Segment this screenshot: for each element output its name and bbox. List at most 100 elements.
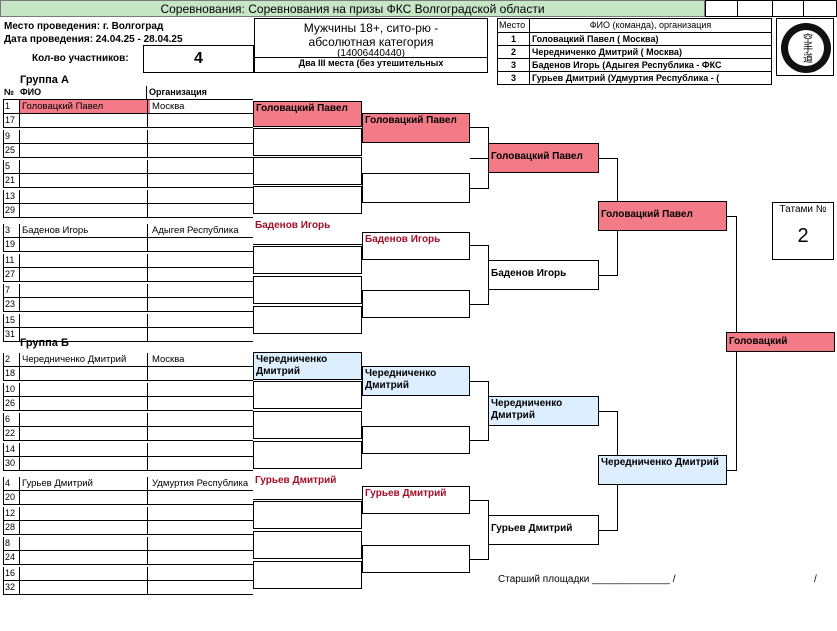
group-b-label: Группа Б [20, 337, 69, 349]
participant-row: 6 [3, 413, 253, 427]
category-line2: абсолютная категория [308, 35, 434, 49]
participant-name [19, 383, 150, 396]
participant-row: 14 [3, 443, 253, 457]
participants-label: Кол-во участников: [32, 53, 129, 64]
participant-row: 17 [3, 114, 253, 128]
r2-box-empty [362, 545, 470, 573]
results-col-place: Место [499, 20, 526, 30]
bracket-line [599, 158, 617, 159]
participant-org [147, 367, 259, 380]
results-place: 2 [510, 47, 516, 57]
r2-box-b1: Чередниченко Дмитрий [362, 366, 470, 396]
results-name: Баденов Игорь (Адыгея Республика - ФКС [529, 59, 771, 72]
results-row: 3 Баденов Игорь (Адыгея Республика - ФКС [498, 59, 771, 72]
participant-org: Москва [147, 353, 259, 366]
r1-box-empty [253, 381, 362, 409]
participant-org [147, 160, 259, 173]
participant-name [19, 314, 150, 327]
participant-row: 12 [3, 507, 253, 521]
r1-box-empty [253, 561, 362, 589]
seed-number: 24 [5, 552, 16, 562]
participant-name: Гурьев Дмитрий [19, 477, 150, 490]
participant-row: 19 [3, 238, 253, 252]
seed-number: 21 [5, 175, 16, 185]
seed-number: 16 [5, 568, 16, 578]
participant-name [19, 190, 150, 203]
r2-box-empty [362, 173, 470, 203]
seed-number: 7 [5, 285, 11, 295]
participant-org [147, 174, 259, 187]
bracket-line [470, 188, 488, 189]
participant-row: 10 [3, 383, 253, 397]
seed-number: 22 [5, 428, 16, 438]
bracket-line [470, 440, 488, 441]
participant-row: 31 [3, 328, 253, 342]
seed-number: 12 [5, 508, 16, 518]
category-line1: Мужчины 18+, сито-рю - [303, 21, 439, 35]
participant-org [147, 190, 259, 203]
header-num: № [4, 87, 15, 97]
r1-box-a1: Головацкий Павел [253, 101, 362, 127]
r1-box-empty [253, 441, 362, 469]
results-name: Гурьев Дмитрий (Удмуртия Республика - ( [529, 72, 771, 84]
participant-name [19, 204, 150, 217]
r3-box-a1: Головацкий Павел [488, 143, 599, 173]
dates-label: Дата проведения: 24.04.25 - 28.04.25 [4, 34, 183, 45]
participant-org [147, 413, 259, 426]
participant-name [19, 457, 150, 470]
r1-box-empty [253, 411, 362, 439]
results-col-name: ФИО (команда), организация [529, 19, 771, 33]
participant-org [147, 328, 259, 341]
participant-org [147, 581, 259, 594]
participant-name [19, 298, 150, 311]
seed-number: 18 [5, 368, 16, 378]
participant-org [147, 521, 259, 534]
seed-number: 30 [5, 458, 16, 468]
bracket-line [599, 275, 617, 276]
seed-number: 32 [5, 582, 16, 592]
results-table: Место ФИО (команда), организация 1 Голов… [497, 18, 772, 85]
tatami-label: Татами № [779, 204, 827, 215]
participant-name [19, 581, 150, 594]
participant-org [147, 567, 259, 580]
participant-org [147, 238, 259, 251]
bracket-line [599, 411, 617, 412]
participant-row: 11 [3, 254, 253, 268]
seed-number: 8 [5, 538, 11, 548]
referee-signature-line: Старший площадки ______________ / [498, 574, 676, 585]
participant-name [19, 521, 150, 534]
participant-name [19, 551, 150, 564]
participant-row: 7 [3, 284, 253, 298]
seed-number: 27 [5, 269, 16, 279]
participant-org [147, 443, 259, 456]
results-row: 3 Гурьев Дмитрий (Удмуртия Республика - … [498, 72, 771, 84]
r2-box-empty [362, 426, 470, 454]
r2-box-b2: Гурьев Дмитрий [362, 486, 470, 514]
tatami-number: 2 [797, 225, 809, 247]
participant-row: 32 [3, 581, 253, 595]
participant-org [147, 314, 259, 327]
seed-number: 14 [5, 444, 16, 454]
bracket-line [470, 381, 488, 382]
participant-org [147, 551, 259, 564]
participant-row: 15 [3, 314, 253, 328]
seed-number: 13 [5, 191, 16, 201]
r2-box-a2: Баденов Игорь [362, 232, 470, 260]
bracket-line [470, 559, 488, 560]
participant-org [147, 457, 259, 470]
r1-box-empty [253, 128, 362, 156]
r1-box-empty [253, 306, 362, 334]
participant-row: 24 [3, 551, 253, 565]
participant-name [19, 174, 150, 187]
participant-row: 25 [3, 144, 253, 158]
group-a-header: № ФИО Организация [3, 86, 253, 100]
results-row: 2 Чередниченко Дмитрий ( Москва) [498, 46, 771, 59]
participant-row: 21 [3, 174, 253, 188]
participant-org [147, 268, 259, 281]
results-place: 1 [510, 34, 516, 44]
results-place: 3 [510, 60, 516, 70]
participant-name [19, 114, 150, 127]
participant-org [147, 114, 259, 127]
results-name: Головацкий Павел ( Москва) [529, 33, 771, 46]
